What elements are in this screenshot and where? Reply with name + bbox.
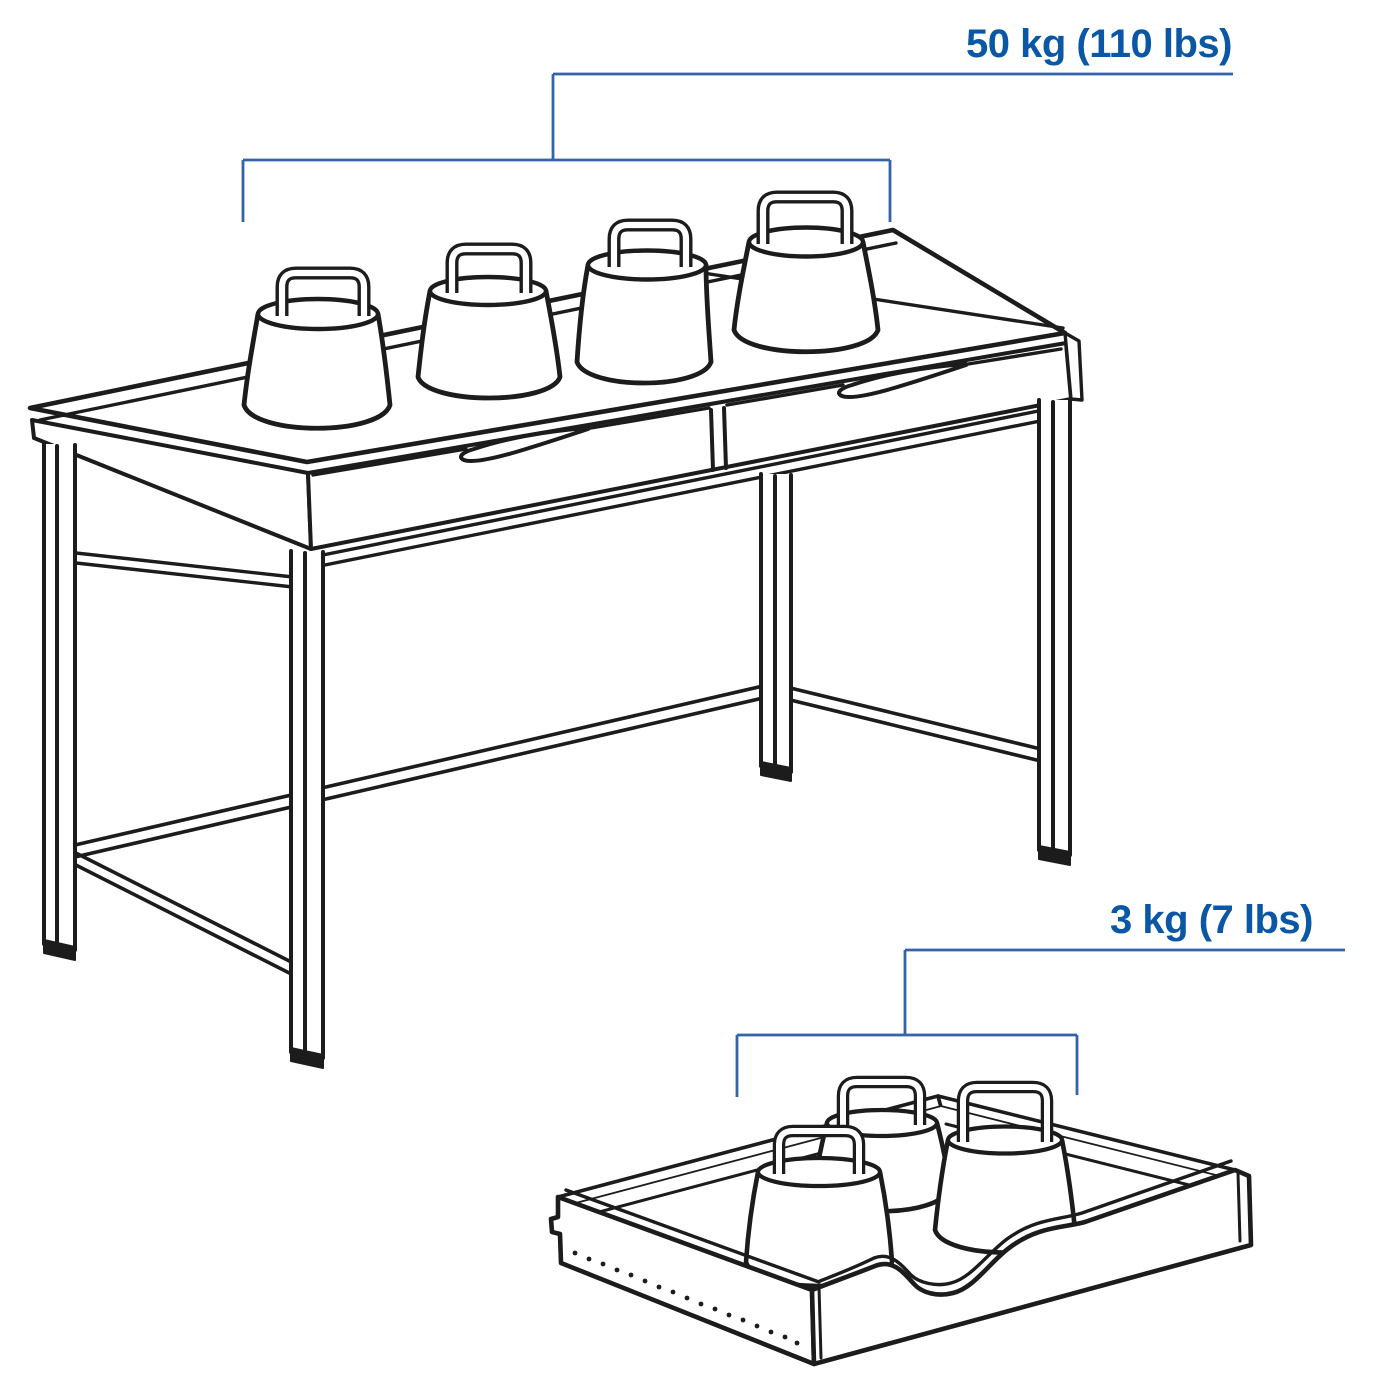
drawer-capacity-label: 3 kg (7 lbs) (1110, 898, 1313, 942)
drawer-illustration (548, 1075, 1254, 1367)
drawer-front-wall (809, 1167, 1254, 1367)
drawer-capacity-bracket (735, 948, 1345, 1097)
leg-foot-pad (1038, 845, 1071, 866)
leg-foot-pad (290, 1047, 324, 1069)
desk-drawer-top-edges (311, 347, 1063, 477)
desk-capacity-label: 50 kg (110 lbs) (966, 22, 1232, 66)
desk-weights (241, 190, 881, 431)
weight-icon (731, 190, 881, 355)
desk-left-top-rail (56, 549, 295, 589)
desk-right-bottom-stretcher (776, 683, 1055, 766)
desk-leg-back-right (759, 472, 793, 782)
weight-icon (415, 242, 563, 401)
desk-leg-front-left (289, 549, 325, 1069)
leg-foot-pad (760, 761, 792, 782)
drawer-handle-icon (459, 426, 590, 463)
desk-capacity-bracket (241, 72, 1233, 222)
leg-foot-pad (43, 939, 76, 961)
drawer-left-wall-inner-edge (564, 1188, 821, 1284)
desk-box-right-face (1063, 331, 1084, 402)
drawer-front-wall-inner-edge (818, 1159, 1233, 1287)
desk-drawer-divider (709, 406, 728, 472)
desk-back-stretcher (60, 681, 778, 862)
weight-icon (241, 266, 393, 431)
desk-leg-front-right (1037, 398, 1072, 866)
desk-left-bottom-stretcher (58, 843, 311, 985)
weight-icon (574, 218, 714, 386)
drawer-hidden-edge-dots (572, 1250, 800, 1346)
drawer-corner-post-line (817, 1171, 1242, 1360)
desk-leg-back-left (42, 442, 77, 961)
drawer-handle-icon (837, 362, 968, 399)
